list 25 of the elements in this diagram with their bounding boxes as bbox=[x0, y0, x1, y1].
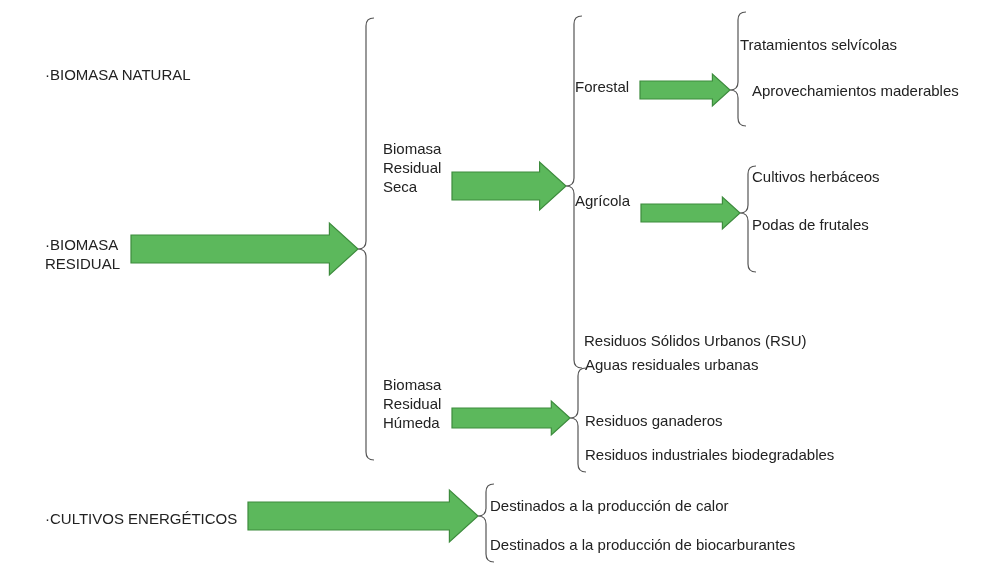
node-text: Podas de frutales bbox=[752, 216, 871, 235]
node-text: Residuos industriales biodegradables bbox=[585, 446, 837, 465]
block-arrow bbox=[247, 488, 479, 544]
node-text: Destinados a la producción de calor bbox=[490, 497, 731, 516]
block-arrow bbox=[451, 399, 571, 437]
node-text: Aprovechamientos maderables bbox=[752, 82, 961, 101]
block-arrow bbox=[130, 221, 359, 277]
node-text: Residuos Sólidos Urbanos (RSU) bbox=[584, 332, 809, 351]
node-text: ·BIOMASA NATURAL bbox=[45, 66, 193, 85]
curly-brace bbox=[358, 18, 374, 460]
node-text: Forestal bbox=[575, 78, 632, 97]
curly-brace bbox=[570, 368, 586, 472]
node-text: Tratamientos selvícolas bbox=[740, 36, 900, 55]
node-text: Residuos ganaderos bbox=[585, 412, 725, 431]
node-text: ·BIOMASA RESIDUAL bbox=[45, 236, 123, 274]
node-text: Biomasa Residual Húmeda bbox=[383, 376, 444, 433]
block-arrow bbox=[639, 72, 731, 108]
node-text: Aguas residuales urbanas bbox=[585, 356, 761, 375]
node-text: Agrícola bbox=[575, 192, 633, 211]
block-arrow bbox=[451, 160, 567, 212]
node-text: Cultivos herbáceos bbox=[752, 168, 882, 187]
node-text: Biomasa Residual Seca bbox=[383, 140, 444, 197]
node-text: ·CULTIVOS ENERGÉTICOS bbox=[45, 510, 240, 529]
block-arrow bbox=[640, 195, 741, 231]
node-text: Destinados a la producción de biocarburantes bbox=[490, 536, 798, 555]
